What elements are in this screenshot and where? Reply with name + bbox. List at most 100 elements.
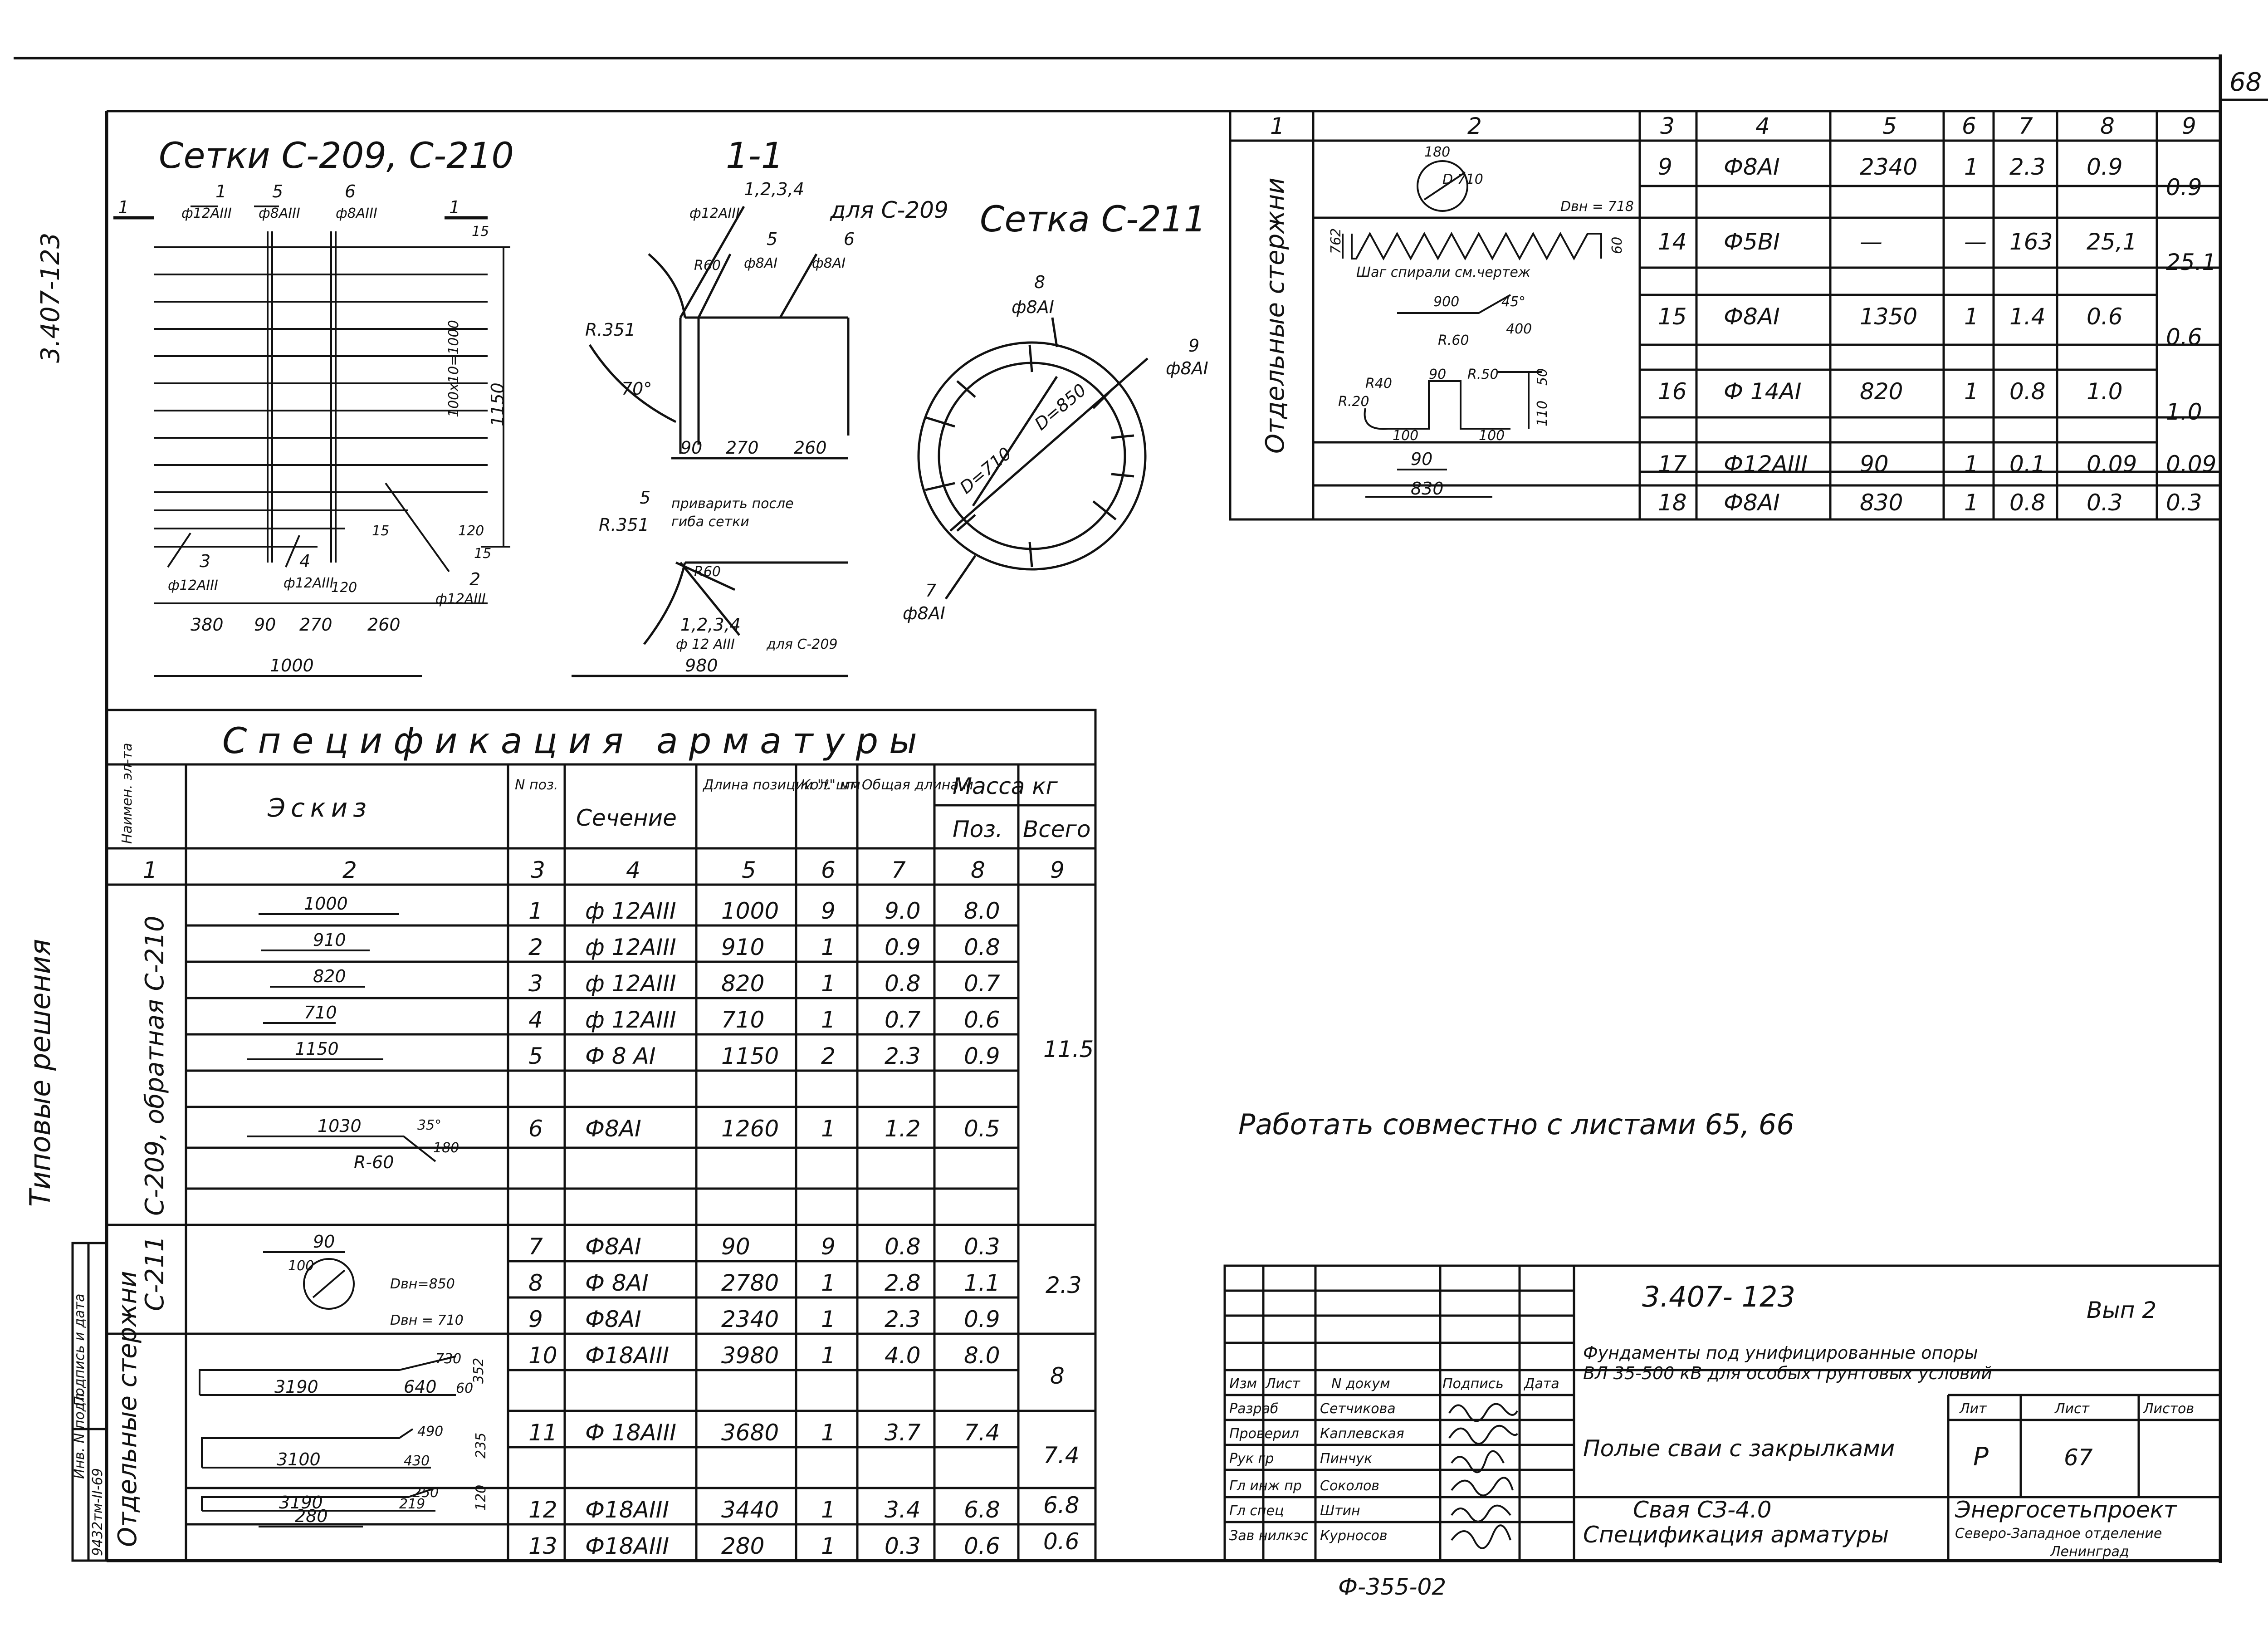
person-name: Пинчук <box>1320 1451 1372 1467</box>
top-length-cell: 2340 <box>1860 154 1917 180</box>
sketch-label: 180 <box>433 1140 459 1156</box>
spec-length-cell: 820 <box>721 970 764 997</box>
top-table-group-label: Отдельные стержни <box>1261 177 1290 454</box>
spec-qty-cell: 1 <box>821 934 836 960</box>
top-pos-cell: 15 <box>1658 304 1687 330</box>
section-1-1-labels: 1-1 1,2,3,4 ф12АIII для С-209 5 6 ф8АI ф… <box>585 136 948 676</box>
spec-mass-pos-cell: 1.1 <box>964 1270 1000 1296</box>
cut-marker: 1 <box>449 197 460 217</box>
dimension-label: 270 <box>299 615 332 635</box>
sketch-label: 180 <box>1424 144 1450 160</box>
sketch-label: 910 <box>313 930 346 950</box>
column-number: 7 <box>2019 113 2033 139</box>
header-section: Сечение <box>576 805 677 831</box>
top-length-cell: — <box>1860 229 1882 255</box>
person-name: Каплевская <box>1320 1426 1404 1442</box>
dimension-label: 15 <box>472 224 489 240</box>
sketch-label: 35° <box>417 1117 441 1133</box>
sketch-label: R40 <box>1365 376 1392 392</box>
sketch-label: 710 <box>304 1003 337 1023</box>
sketch-label: 100 <box>1393 428 1418 444</box>
top-pos-cell: 17 <box>1658 451 1687 477</box>
sheet-value: 67 <box>2064 1444 2093 1471</box>
sketch-label: 120 <box>473 1485 489 1511</box>
sketch-label: R.50 <box>1467 367 1499 382</box>
sheets-label: Листов <box>2143 1401 2194 1417</box>
top-mass-total-cell: 25.1 <box>2166 249 2216 275</box>
spec-total-length-cell: 0.8 <box>885 1234 921 1260</box>
dimension-label: 120 <box>331 580 357 596</box>
top-mass-pos-cell: 0.3 <box>2087 490 2123 516</box>
dimension-label: 15 <box>372 523 389 539</box>
cut-marker: 1 <box>118 197 129 217</box>
spec-length-cell: 1260 <box>721 1116 779 1142</box>
column-number: 3 <box>1660 113 1675 139</box>
column-number: 1 <box>1270 113 1285 139</box>
dimension-label: 260 <box>367 615 401 635</box>
sketch-label: 762 <box>1328 228 1344 254</box>
spec-section-cell: ф 12АIII <box>585 970 676 997</box>
top-total-length-cell: 0.8 <box>2009 490 2046 516</box>
section-title: 1-1 <box>726 136 783 176</box>
column-podp: Подпись <box>1442 1376 1504 1392</box>
header-mass-total: Всего <box>1023 816 1090 842</box>
sketch-label: 100 <box>1479 428 1505 444</box>
mesh-pos-label: 4 <box>299 551 310 571</box>
spec-pos-cell: 4 <box>528 1007 543 1033</box>
sketch-label: 90 <box>1429 367 1446 382</box>
mesh-section-label: ф8АI <box>1166 358 1208 378</box>
sheet-title: Полые сваи с закрылками <box>1583 1435 1895 1462</box>
mesh-section-label: ф8АIII <box>259 206 300 221</box>
dimension-label: 1150 <box>488 382 508 426</box>
top-pos-cell: 9 <box>1658 154 1672 180</box>
top-table-sketches <box>1342 160 1602 498</box>
mesh-c211-labels: Сетка С-211 8 ф8АI 9 ф8АI D=710 D=850 7 … <box>903 199 1208 623</box>
sketch-label: 640 <box>404 1377 437 1397</box>
mesh-section-label: ф8АI <box>744 255 777 271</box>
spec-length-cell: 3980 <box>721 1342 779 1369</box>
spec-mass-pos-cell: 0.8 <box>964 934 1000 960</box>
column-ndoc: N докум <box>1331 1376 1390 1392</box>
top-table-sketch-labels: 180 D 710 Dвн = 718 762 60 Шаг спирали с… <box>1328 144 1634 499</box>
role-label: Разраб <box>1229 1401 1278 1417</box>
spec-qty-cell: 1 <box>821 1306 836 1332</box>
top-pos-cell: 18 <box>1658 490 1687 516</box>
spec-pos-cell: 5 <box>528 1043 543 1069</box>
cross-reference-note: Работать совместно с листами 65, 66 <box>1238 1108 1794 1141</box>
mesh-section-label: ф12АIII <box>168 578 218 593</box>
mesh-pos-label: 8 <box>1034 272 1045 292</box>
issue-number: Вып 2 <box>2087 1297 2156 1323</box>
top-pos-cell: 14 <box>1658 229 1687 255</box>
spec-qty-cell: 1 <box>821 1420 836 1446</box>
sketch-label: Dвн = 718 <box>1560 199 1634 215</box>
mesh-pos-label: 3 <box>200 551 210 571</box>
top-pos-cell: 16 <box>1658 378 1687 405</box>
mesh-section-label: ф8АI <box>1012 297 1054 317</box>
column-number: 4 <box>626 857 640 883</box>
spec-pos-cell: 6 <box>528 1116 543 1142</box>
sketch-label: 50 <box>1535 368 1550 386</box>
mass-total: 0.6 <box>1043 1528 1080 1555</box>
mesh-pos-label: 5 <box>767 229 777 249</box>
for-c209-label: для С-209 <box>830 197 948 223</box>
pile-title: Свая СЗ-4.0 <box>1633 1497 1772 1523</box>
person-name: Штин <box>1320 1503 1360 1519</box>
column-number: 9 <box>2182 113 2196 139</box>
top-mass-pos-cell: 0.09 <box>2087 451 2137 477</box>
top-mass-pos-cell: 0.6 <box>2087 304 2123 330</box>
column-izm: Изм <box>1229 1376 1257 1392</box>
header-mass-pos: Поз. <box>953 816 1003 842</box>
top-qty-cell: 1 <box>1964 378 1979 405</box>
spec-qty-cell: 1 <box>821 1270 836 1296</box>
mass-total: 8 <box>1050 1363 1065 1389</box>
weld-note: приварить после <box>671 496 794 512</box>
column-number: 2 <box>342 857 357 883</box>
typical-solutions-label: Типовые решения <box>24 939 57 1207</box>
mesh-section-label: ф12АIII <box>181 206 232 221</box>
meshes-title: Сетки С-209, С-210 <box>159 136 514 176</box>
column-number: 1 <box>143 857 157 883</box>
mesh-pos-label: 6 <box>345 181 356 201</box>
sketch-label: 1150 <box>295 1039 339 1059</box>
sketch-label: 60 <box>456 1380 473 1396</box>
